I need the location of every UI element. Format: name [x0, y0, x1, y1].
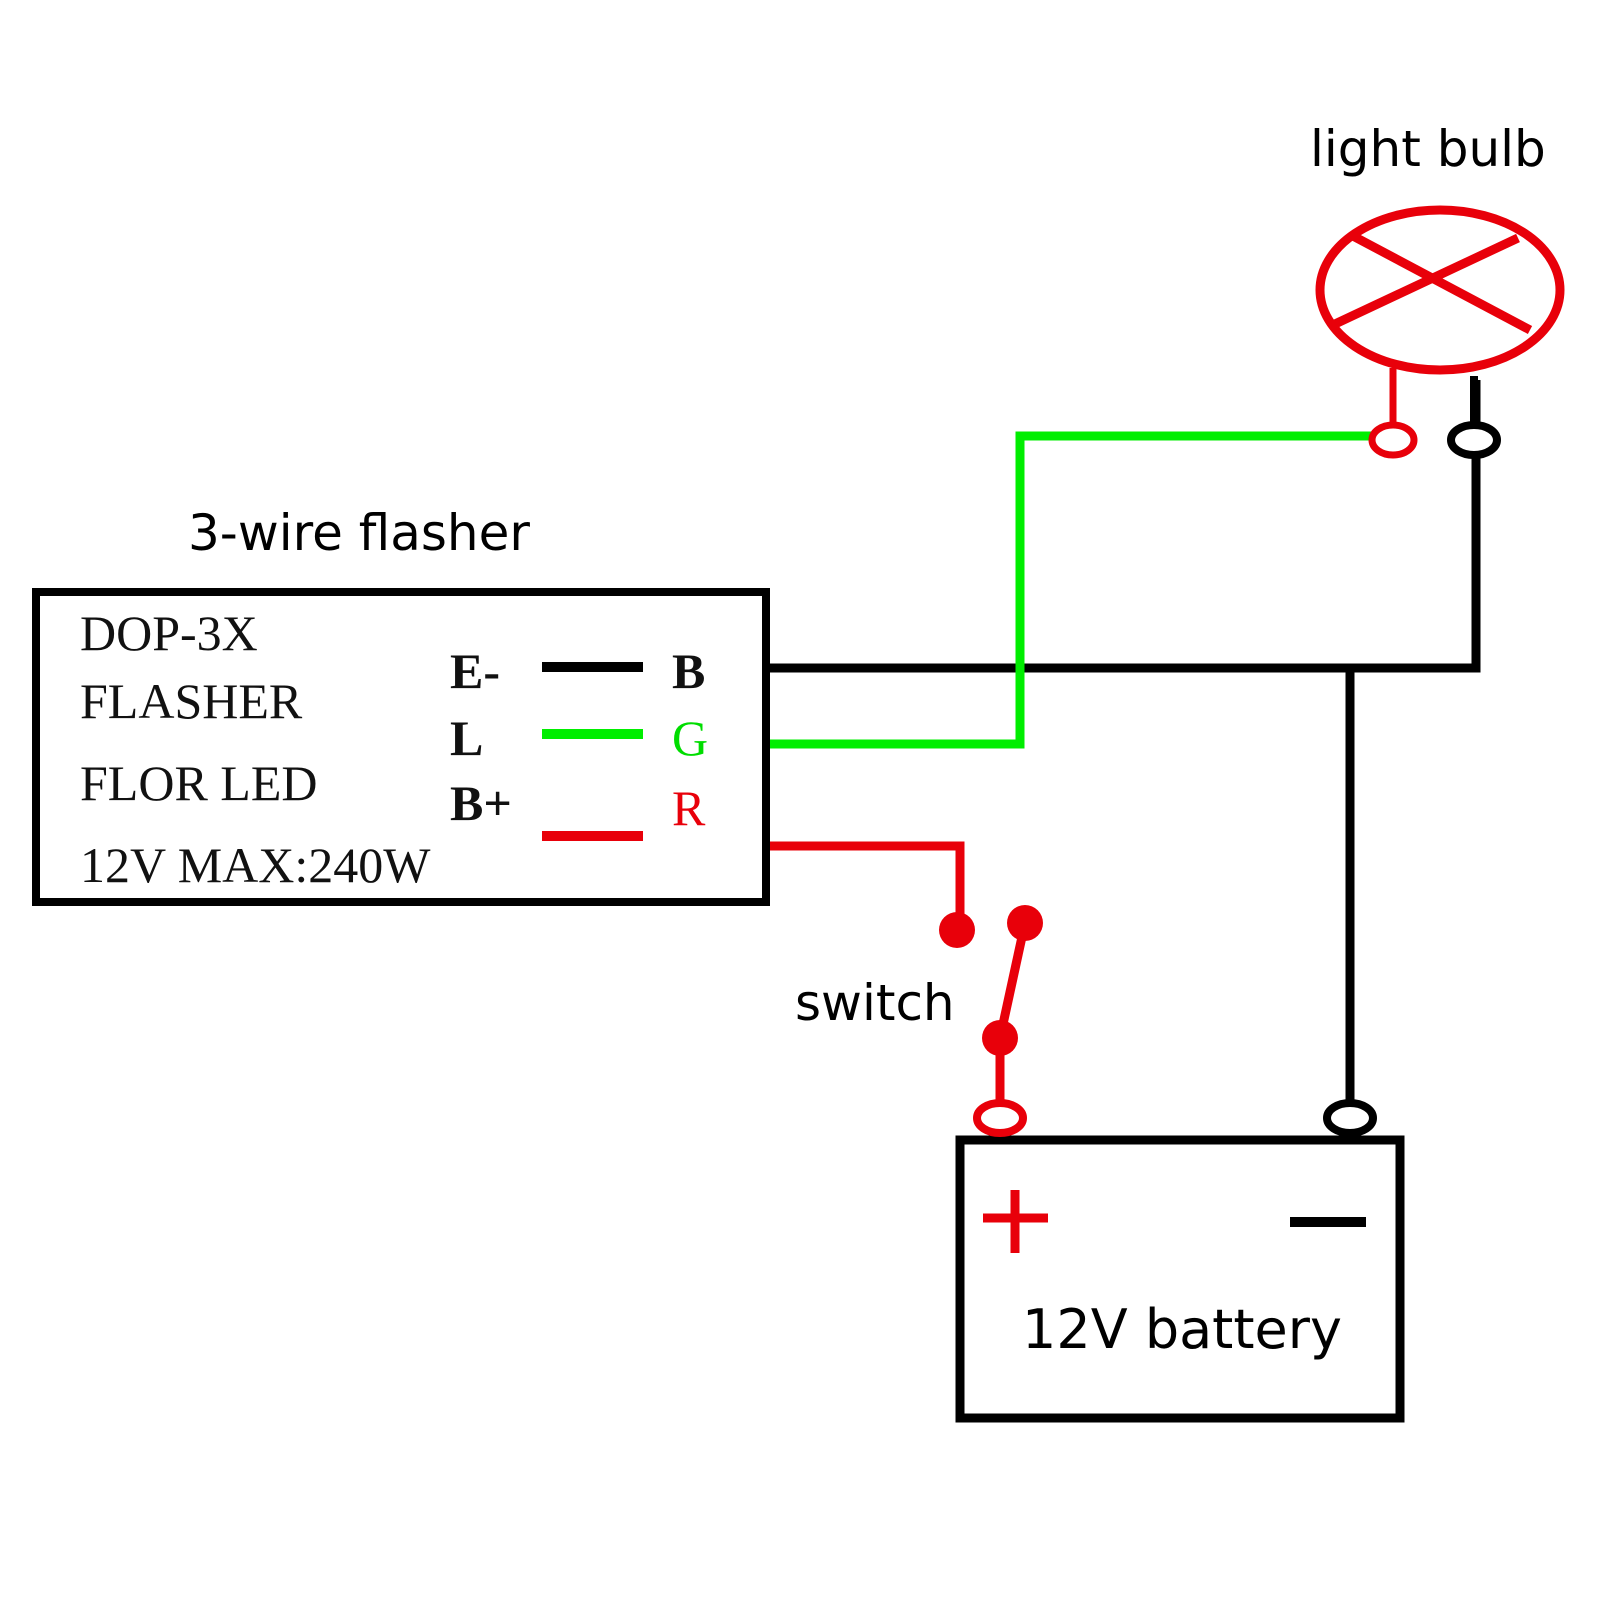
wire-code-g: G — [672, 710, 708, 766]
wire-ground-black — [770, 380, 1481, 673]
positive-symbol-icon — [983, 1190, 1048, 1253]
battery — [955, 1099, 1405, 1423]
battery-terminal-negative — [1323, 1099, 1377, 1137]
terminal-pin-l: L — [450, 710, 483, 766]
light-bulb-label: light bulb — [1310, 120, 1546, 178]
bulb-terminal-black — [1447, 421, 1501, 459]
bulb-cross-b — [1333, 233, 1520, 329]
switch-lever — [995, 922, 1030, 1039]
switch-label: switch — [795, 974, 955, 1032]
terminal-pin-e: E- — [450, 643, 500, 699]
bulb-outline — [1315, 205, 1565, 375]
bulb-terminal-red — [1368, 421, 1418, 459]
flasher-title: 3-wire flasher — [188, 504, 530, 562]
terminal-pin-bplus: B+ — [450, 775, 512, 831]
wire-code-b: B — [672, 643, 705, 699]
light-bulb — [1315, 205, 1565, 459]
battery-box — [955, 1135, 1405, 1423]
switch-contact-fixed — [939, 912, 975, 948]
wire-power-red — [770, 841, 965, 930]
flasher-line-type: FLASHER — [80, 673, 303, 729]
wire-load-green — [770, 431, 1378, 749]
battery-label: 12V battery — [1022, 1298, 1342, 1361]
wire-code-r: R — [672, 780, 706, 836]
flasher-line-led: FLOR LED — [80, 755, 318, 811]
bulb-cross-a — [1350, 232, 1533, 334]
flasher-line-model: DOP-3X — [80, 605, 258, 661]
battery-terminal-positive — [973, 1099, 1027, 1137]
flasher-unit: DOP-3X FLASHER FLOR LED 12V MAX:240W E- … — [32, 588, 770, 906]
switch — [939, 905, 1043, 1105]
flasher-line-rating: 12V MAX:240W — [80, 837, 431, 893]
flasher-box — [32, 588, 770, 906]
